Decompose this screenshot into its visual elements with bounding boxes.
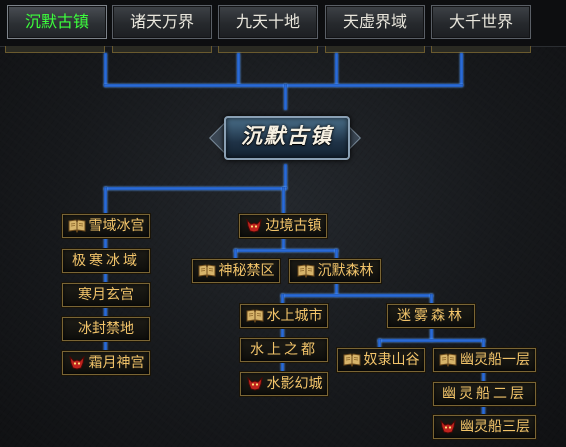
scroll-icon bbox=[246, 309, 264, 323]
map-node-youlingchuan-3[interactable]: 幽灵船三层 bbox=[433, 415, 536, 439]
map-node-shuishang-zhidu[interactable]: 水上之都 bbox=[240, 338, 328, 362]
offscreen-node bbox=[5, 46, 105, 53]
offscreen-node bbox=[218, 46, 318, 53]
scroll-icon bbox=[297, 264, 315, 278]
demon-icon bbox=[246, 377, 264, 391]
map-node-shuangyue-shengong[interactable]: 霜月神宫 bbox=[62, 351, 150, 375]
tab-tianxu-jieyu[interactable]: 天虚界域 bbox=[325, 5, 425, 39]
map-node-shuishang-chengshi[interactable]: 水上城市 bbox=[240, 304, 328, 328]
map-node-bingfeng-jindi[interactable]: 冰封禁地 bbox=[62, 317, 150, 341]
map-node-miwu-senlin[interactable]: 迷雾森林 bbox=[387, 304, 475, 328]
offscreen-node bbox=[112, 46, 212, 53]
map-node-jihan-bingyu[interactable]: 极寒冰域 bbox=[62, 249, 150, 273]
map-node-youlingchuan-1[interactable]: 幽灵船一层 bbox=[433, 348, 536, 372]
region-tab-bar: 沉默古镇 诸天万界 九天十地 天虚界域 大千世界 bbox=[0, 0, 566, 47]
map-node-youlingchuan-2[interactable]: 幽灵船二层 bbox=[433, 382, 536, 406]
scroll-icon bbox=[343, 353, 361, 367]
map-node-shuiying-huancheng[interactable]: 水影幻城 bbox=[240, 372, 328, 396]
map-node-hanyue-xuangong[interactable]: 寒月玄宫 bbox=[62, 283, 150, 307]
demon-icon bbox=[245, 219, 263, 233]
map-node-nuli-shangu[interactable]: 奴隶山谷 bbox=[337, 348, 425, 372]
scroll-icon bbox=[198, 264, 216, 278]
map-node-shenmi-jinqu[interactable]: 神秘禁区 bbox=[192, 259, 280, 283]
scroll-icon bbox=[439, 353, 457, 367]
offscreen-node bbox=[431, 46, 531, 53]
offscreen-node bbox=[325, 46, 425, 53]
tab-chenmo-guzhen[interactable]: 沉默古镇 bbox=[7, 5, 107, 39]
map-node-bianjing-guzhen[interactable]: 边境古镇 bbox=[239, 214, 327, 238]
demon-icon bbox=[439, 420, 457, 434]
map-node-chenmo-senlin[interactable]: 沉默森林 bbox=[289, 259, 381, 283]
demon-icon bbox=[68, 356, 86, 370]
map-node-xueyu-binggong[interactable]: 雪域冰宫 bbox=[62, 214, 150, 238]
scroll-icon bbox=[68, 219, 86, 233]
tab-jiutian-shidi[interactable]: 九天十地 bbox=[218, 5, 318, 39]
tab-daqian-shijie[interactable]: 大千世界 bbox=[431, 5, 531, 39]
current-map-title: 沉默古镇 bbox=[241, 123, 333, 148]
tab-zhutian-wanjie[interactable]: 诸天万界 bbox=[112, 5, 212, 39]
current-map-emblem: 沉默古镇 bbox=[209, 108, 361, 166]
